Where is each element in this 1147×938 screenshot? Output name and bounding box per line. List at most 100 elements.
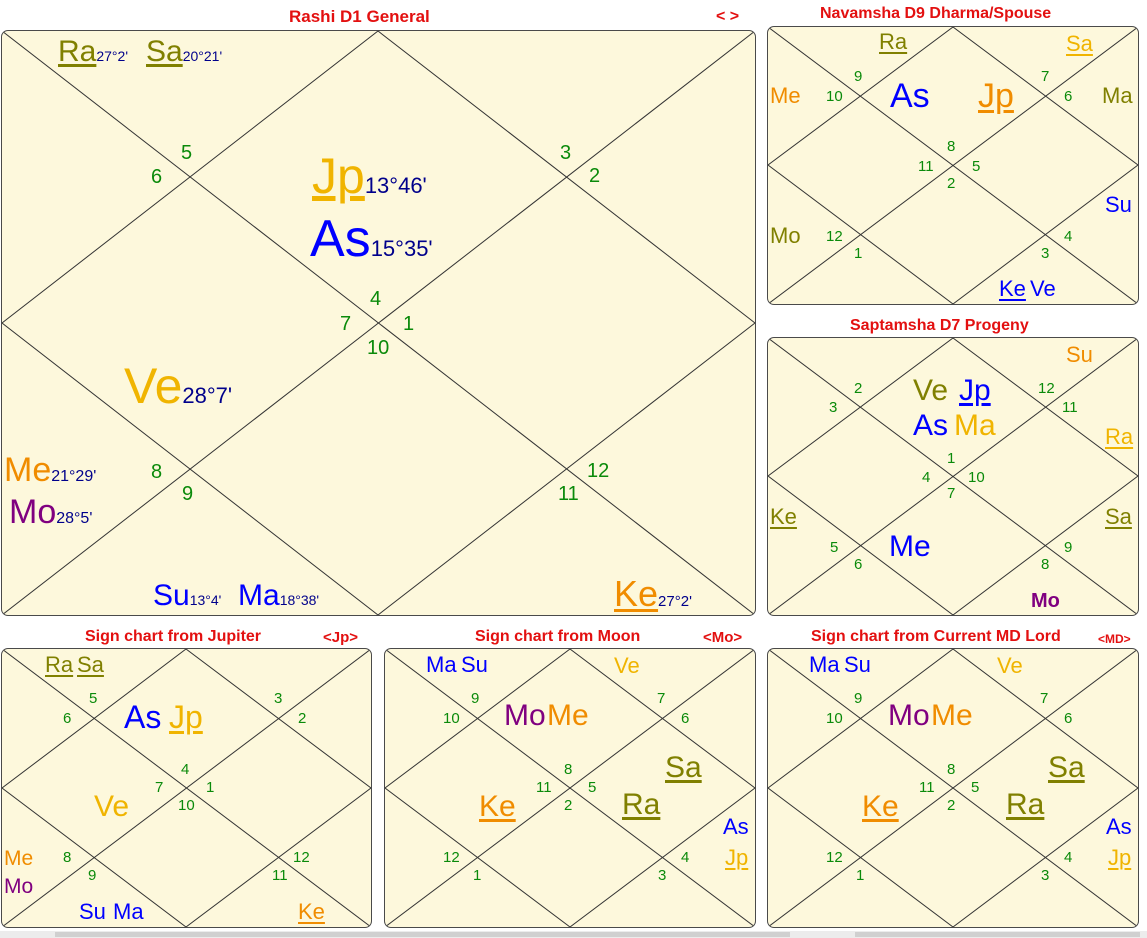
planet-mo[interactable]: Mo28°5' bbox=[9, 493, 93, 531]
planet-ve[interactable]: Ve bbox=[614, 653, 640, 678]
planet-me[interactable]: Me bbox=[4, 847, 34, 870]
house-number: 6 bbox=[854, 556, 863, 573]
house-number: 12 bbox=[826, 228, 843, 245]
chart-d1[interactable]: Ra27°2' Sa20°21' Jp13°46' As15°35' Ve28°… bbox=[1, 30, 756, 616]
planet-ra[interactable]: Ra bbox=[1006, 788, 1045, 821]
planet-su[interactable]: Su bbox=[844, 652, 871, 677]
house-number: 7 bbox=[947, 485, 956, 502]
planet-jp[interactable]: Jp bbox=[978, 77, 1014, 115]
planet-sa[interactable]: Sa bbox=[1105, 504, 1132, 529]
planet-jp[interactable]: Jp bbox=[725, 845, 749, 870]
planet-sa[interactable]: Sa20°21' bbox=[146, 35, 223, 68]
planet-su[interactable]: Su13°4' bbox=[153, 579, 222, 612]
planet-me[interactable]: Me bbox=[889, 530, 931, 563]
house-number: 11 bbox=[919, 779, 935, 796]
planet-mo[interactable]: Mo bbox=[770, 223, 801, 248]
planet-as[interactable]: As bbox=[1106, 814, 1132, 839]
planet-ra[interactable]: Ra bbox=[45, 652, 74, 677]
planet-ve[interactable]: Ve28°7' bbox=[124, 358, 233, 414]
planet-sa[interactable]: Sa bbox=[1066, 31, 1093, 56]
chart-jupiter[interactable]: Ra Sa As Jp Ve Me Mo Su Ma Ke 4 5 3 6 2 … bbox=[1, 648, 372, 928]
planet-jp[interactable]: Jp bbox=[169, 699, 203, 735]
house-number: 7 bbox=[657, 690, 666, 707]
chart-nav-mo[interactable]: <Mo> bbox=[703, 629, 743, 646]
chart-d9[interactable]: Ra Sa As Jp Me Ma Su Mo Ke Ve 8 9 7 10 6… bbox=[767, 26, 1139, 305]
chart-nav-arrows[interactable]: < > bbox=[716, 8, 740, 25]
house-number: 12 bbox=[443, 849, 460, 866]
planet-jp[interactable]: Jp bbox=[959, 374, 991, 407]
scrollbar-thumb[interactable] bbox=[55, 932, 790, 937]
chart-d1-grid bbox=[2, 31, 755, 615]
planet-ke[interactable]: Ke bbox=[298, 899, 325, 924]
planet-me[interactable]: Me bbox=[547, 699, 589, 732]
house-number: 5 bbox=[830, 539, 839, 556]
planet-mo[interactable]: Mo bbox=[888, 699, 930, 732]
planet-ke[interactable]: Ke bbox=[479, 790, 516, 823]
scrollbar-thumb[interactable] bbox=[855, 932, 1140, 937]
planet-ra[interactable]: Ra bbox=[1105, 424, 1134, 449]
planet-as[interactable]: As15°35' bbox=[310, 210, 433, 268]
planet-as[interactable]: As bbox=[124, 699, 162, 735]
planet-su[interactable]: Su bbox=[1066, 342, 1093, 367]
house-number: 11 bbox=[272, 867, 288, 884]
chart-d7[interactable]: Su Ve Jp As Ma Ra Ke Sa Me Mo 1 2 12 3 1… bbox=[767, 337, 1139, 616]
planet-mo[interactable]: Mo bbox=[1031, 590, 1060, 612]
chart-moon-grid bbox=[385, 649, 755, 927]
planet-as[interactable]: As bbox=[723, 814, 749, 839]
house-number: 6 bbox=[1064, 710, 1073, 727]
chart-title-mdlord: Sign chart from Current MD Lord bbox=[811, 628, 1061, 645]
planet-sa[interactable]: Sa bbox=[665, 751, 702, 784]
planet-ma[interactable]: Ma bbox=[954, 409, 996, 442]
planet-ra[interactable]: Ra bbox=[622, 788, 661, 821]
planet-me[interactable]: Me bbox=[931, 699, 973, 732]
planet-me[interactable]: Me21°29' bbox=[4, 451, 97, 489]
planet-ve[interactable]: Ve bbox=[913, 374, 949, 407]
planet-ve[interactable]: Ve bbox=[94, 790, 130, 823]
house-number: 6 bbox=[63, 710, 72, 727]
house-number: 7 bbox=[1040, 690, 1049, 707]
planet-ve[interactable]: Ve bbox=[1030, 276, 1056, 301]
house-number: 8 bbox=[947, 138, 956, 155]
planet-ma[interactable]: Ma bbox=[1102, 83, 1133, 108]
planet-ve[interactable]: Ve bbox=[997, 653, 1023, 678]
house-number: 3 bbox=[560, 142, 572, 164]
house-number: 4 bbox=[681, 849, 690, 866]
planet-as[interactable]: As bbox=[913, 409, 949, 442]
house-number: 3 bbox=[274, 690, 283, 707]
horizontal-scrollbar[interactable] bbox=[0, 931, 1147, 938]
chart-nav-md[interactable]: <MD> bbox=[1098, 632, 1131, 646]
house-number: 3 bbox=[1041, 245, 1050, 262]
planet-ra[interactable]: Ra bbox=[879, 29, 908, 54]
planet-sa[interactable]: Sa bbox=[77, 652, 104, 677]
planet-me[interactable]: Me bbox=[770, 83, 801, 108]
planet-ke[interactable]: Ke27°2' bbox=[614, 573, 692, 614]
planet-ma[interactable]: Ma bbox=[809, 652, 840, 677]
planet-su[interactable]: Su bbox=[1105, 192, 1132, 217]
house-number: 8 bbox=[1041, 556, 1050, 573]
planet-ke[interactable]: Ke bbox=[862, 790, 899, 823]
planet-mo[interactable]: Mo bbox=[504, 699, 546, 732]
planet-mo[interactable]: Mo bbox=[4, 875, 34, 898]
planet-su[interactable]: Su bbox=[79, 899, 106, 924]
planet-jp[interactable]: Jp13°46' bbox=[312, 148, 427, 204]
house-number: 11 bbox=[558, 483, 579, 505]
house-number: 5 bbox=[89, 690, 98, 707]
planet-ra[interactable]: Ra27°2' bbox=[58, 35, 128, 68]
chart-moon[interactable]: Ma Su Ve Mo Me Sa Ke Ra As Jp 8 9 7 10 6… bbox=[384, 648, 756, 928]
planet-ma[interactable]: Ma18°38' bbox=[238, 579, 320, 612]
planet-jp[interactable]: Jp bbox=[1108, 845, 1132, 870]
chart-mdlord[interactable]: Ma Su Ve Mo Me Sa Ke Ra As Jp 8 9 7 10 6… bbox=[767, 648, 1139, 928]
planet-su[interactable]: Su bbox=[461, 652, 488, 677]
planet-ke[interactable]: Ke bbox=[999, 276, 1026, 301]
chart-title-moon: Sign chart from Moon bbox=[475, 628, 641, 645]
planet-ke[interactable]: Ke bbox=[770, 504, 797, 529]
house-number: 2 bbox=[298, 710, 307, 727]
house-number: 9 bbox=[88, 867, 97, 884]
planet-ma[interactable]: Ma bbox=[113, 899, 144, 924]
chart-nav-jp[interactable]: <Jp> bbox=[323, 629, 359, 646]
planet-ma[interactable]: Ma bbox=[426, 652, 457, 677]
house-number: 4 bbox=[181, 761, 190, 778]
planet-as[interactable]: As bbox=[890, 77, 930, 115]
planet-sa[interactable]: Sa bbox=[1048, 751, 1085, 784]
house-number: 10 bbox=[367, 337, 390, 359]
